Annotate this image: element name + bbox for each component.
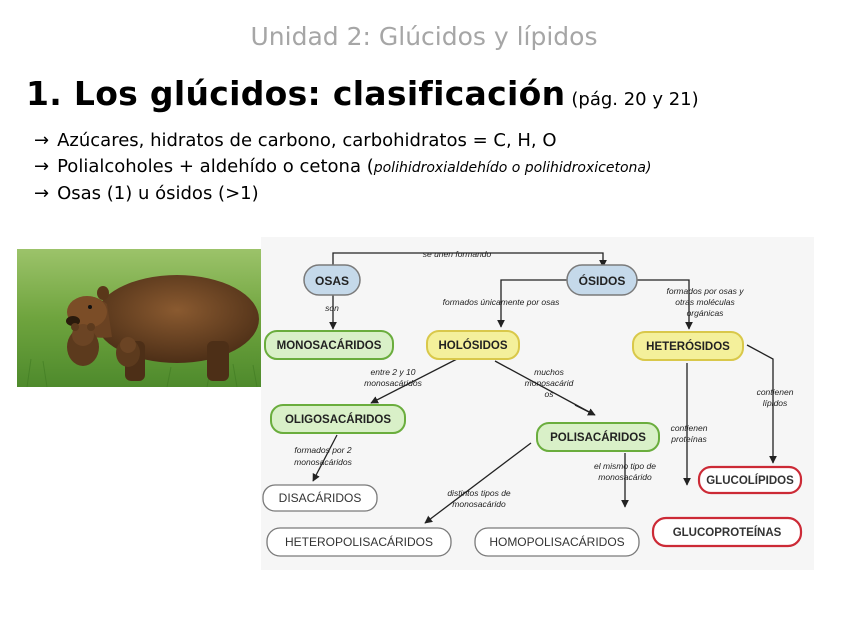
- node-monosacaridos: MONOSACÁRIDOS: [265, 331, 393, 359]
- node-glucoproteinas: GLUCOPROTEÍNAS: [653, 518, 801, 546]
- node-homopolisacaridos: HOMOPOLISACÁRIDOS: [475, 528, 639, 556]
- node-oligosacaridos: OLIGOSACÁRIDOS: [271, 405, 405, 433]
- node-holosidos: HOLÓSIDOS: [427, 331, 519, 359]
- bear-photo: [17, 249, 261, 387]
- node-label-osidos: ÓSIDOS: [579, 273, 626, 288]
- node-osas: OSAS: [304, 265, 360, 295]
- edge-label: proteínas: [670, 434, 707, 444]
- node-disacaridos: DISACÁRIDOS: [263, 485, 377, 511]
- slide-title: 1. Los glúcidos: clasificación (pág. 20 y…: [26, 74, 699, 113]
- node-osidos: ÓSIDOS: [567, 265, 637, 295]
- node-label-glucolipidos: GLUCOLÍPIDOS: [706, 474, 794, 487]
- bullet-item: → Osas (1) u ósidos (>1): [34, 181, 651, 207]
- node-glucolipidos: GLUCOLÍPIDOS: [699, 467, 801, 493]
- node-label-polisacaridos: POLISACÁRIDOS: [550, 431, 646, 444]
- edge-label: contienen: [757, 387, 794, 397]
- edge-label: monosacárido: [598, 472, 652, 482]
- edge-label: muchos: [534, 367, 565, 377]
- edge-label: monosacáridos: [364, 378, 422, 388]
- node-label-holosidos: HOLÓSIDOS: [438, 339, 507, 352]
- bullet-list: → Azúcares, hidratos de carbono, carbohid…: [34, 128, 651, 207]
- bullet-text: Polialcoholes + aldehído o cetona (: [57, 156, 374, 177]
- edge-label: entre 2 y 10: [371, 367, 416, 377]
- edge-label: monosacárido: [452, 499, 506, 509]
- node-heterosidos: HETERÓSIDOS: [633, 332, 743, 360]
- arrow-icon: →: [34, 156, 49, 177]
- node-label-homopolisacaridos: HOMOPOLISACÁRIDOS: [489, 534, 624, 549]
- bullet-text: Osas (1) u ósidos (>1): [57, 183, 259, 204]
- edge-label: formados únicamente por osas: [443, 297, 560, 307]
- node-label-monosacaridos: MONOSACÁRIDOS: [277, 339, 382, 352]
- node-label-heterosidos: HETERÓSIDOS: [646, 340, 730, 353]
- node-label-heteropolisacaridos: HETEROPOLISACÁRIDOS: [285, 534, 433, 549]
- node-heteropolisacaridos: HETEROPOLISACÁRIDOS: [267, 528, 451, 556]
- edge-label: otras moléculas: [675, 297, 735, 307]
- edge-label: contienen: [671, 423, 708, 433]
- node-label-oligosacaridos: OLIGOSACÁRIDOS: [285, 413, 391, 426]
- arrow-icon: →: [34, 130, 49, 151]
- arrow-icon: →: [34, 183, 49, 204]
- node-label-glucoproteinas: GLUCOPROTEÍNAS: [673, 526, 782, 539]
- node-label-osas: OSAS: [315, 274, 349, 288]
- edge-label: se unen formando: [423, 249, 492, 259]
- glucidos-concept-map: OSAS ÓSIDOS MONOSACÁRIDOS HOLÓSIDOS HETE…: [261, 237, 814, 570]
- edge-label: son: [325, 303, 339, 313]
- bullet-item: → Polialcoholes + aldehído o cetona (poli…: [34, 154, 651, 181]
- concept-map-svg: OSAS ÓSIDOS MONOSACÁRIDOS HOLÓSIDOS HETE…: [261, 237, 814, 570]
- bullet-italic-text: polihidroxialdehído o polihidroxicetona): [374, 160, 652, 176]
- edge-label: formados por 2: [294, 445, 351, 455]
- edge-label: monosacárid: [525, 378, 574, 388]
- edge-label: lípidos: [763, 398, 788, 408]
- unit-subtitle: Unidad 2: Glúcidos y lípidos: [0, 22, 848, 51]
- edge-label: el mismo tipo de: [594, 461, 656, 471]
- edge-label: monosacáridos: [294, 457, 352, 467]
- node-label-disacaridos: DISACÁRIDOS: [279, 490, 362, 505]
- bear-illustration: [17, 249, 261, 387]
- node-polisacaridos: POLISACÁRIDOS: [537, 423, 659, 451]
- title-page-ref: (pág. 20 y 21): [571, 89, 698, 110]
- bullet-text: Azúcares, hidratos de carbono, carbohidr…: [57, 130, 556, 151]
- edge-label: orgánicas: [687, 308, 725, 318]
- edge-label: formados por osas y: [666, 286, 744, 296]
- title-main: 1. Los glúcidos: clasificación: [26, 74, 565, 113]
- edge-label: distintos tipos de: [447, 488, 511, 498]
- bullet-item: → Azúcares, hidratos de carbono, carbohid…: [34, 128, 651, 154]
- edge-label: os: [545, 389, 555, 399]
